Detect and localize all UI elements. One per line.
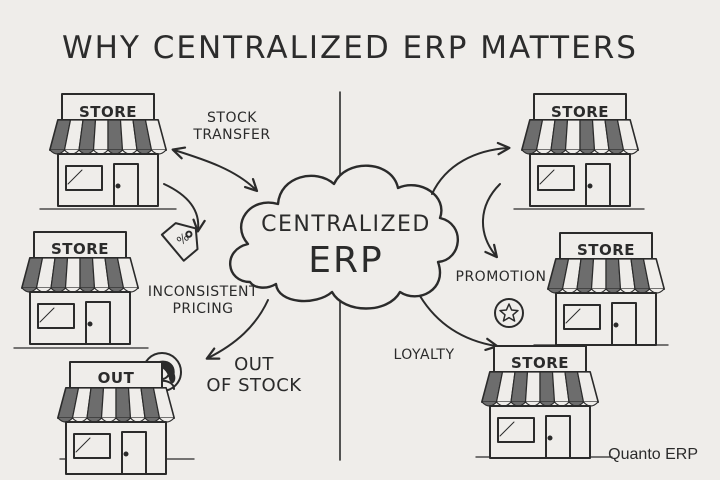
central-cloud	[229, 164, 459, 310]
store-sign: STORE	[550, 103, 610, 121]
inconsistent-pricing-arrow	[163, 183, 206, 233]
storefront	[481, 345, 599, 459]
center-label-line2: ERP	[308, 240, 384, 281]
stock-transfer-arrow	[171, 146, 259, 193]
loyalty-label: LOYALTY	[393, 347, 455, 363]
center-label-line1: CENTRALIZED	[261, 212, 431, 237]
store-sign: OUT	[97, 369, 135, 387]
out-of-stock-arrow	[205, 299, 269, 360]
stock-transfer-label: STOCK TRANSFER	[193, 110, 271, 143]
storefront	[521, 93, 639, 207]
store-sign: STORE	[78, 103, 138, 121]
storefront	[547, 232, 665, 346]
store-sign: STORE	[576, 241, 636, 259]
promotion-label: PROMOTION	[455, 269, 547, 285]
top-right-arrow	[431, 141, 511, 195]
diagram-title: WHY CENTRALIZED ERP MATTERS	[62, 30, 638, 66]
store-sign: STORE	[50, 240, 110, 258]
loyalty-arrow	[419, 295, 499, 352]
storefront	[57, 361, 175, 475]
out-of-stock-label: OUT OF STOCK	[206, 354, 302, 397]
storefront	[21, 231, 139, 345]
inconsistent-pricing-label: INCONSISTENT PRICING	[147, 284, 259, 317]
brand-label: Quanto ERP	[608, 446, 698, 463]
store-sign: STORE	[510, 354, 570, 372]
price-tag-icon	[160, 222, 199, 262]
promotion-arrow	[482, 183, 501, 259]
star-badge-icon	[494, 298, 524, 328]
storefront	[49, 93, 167, 207]
